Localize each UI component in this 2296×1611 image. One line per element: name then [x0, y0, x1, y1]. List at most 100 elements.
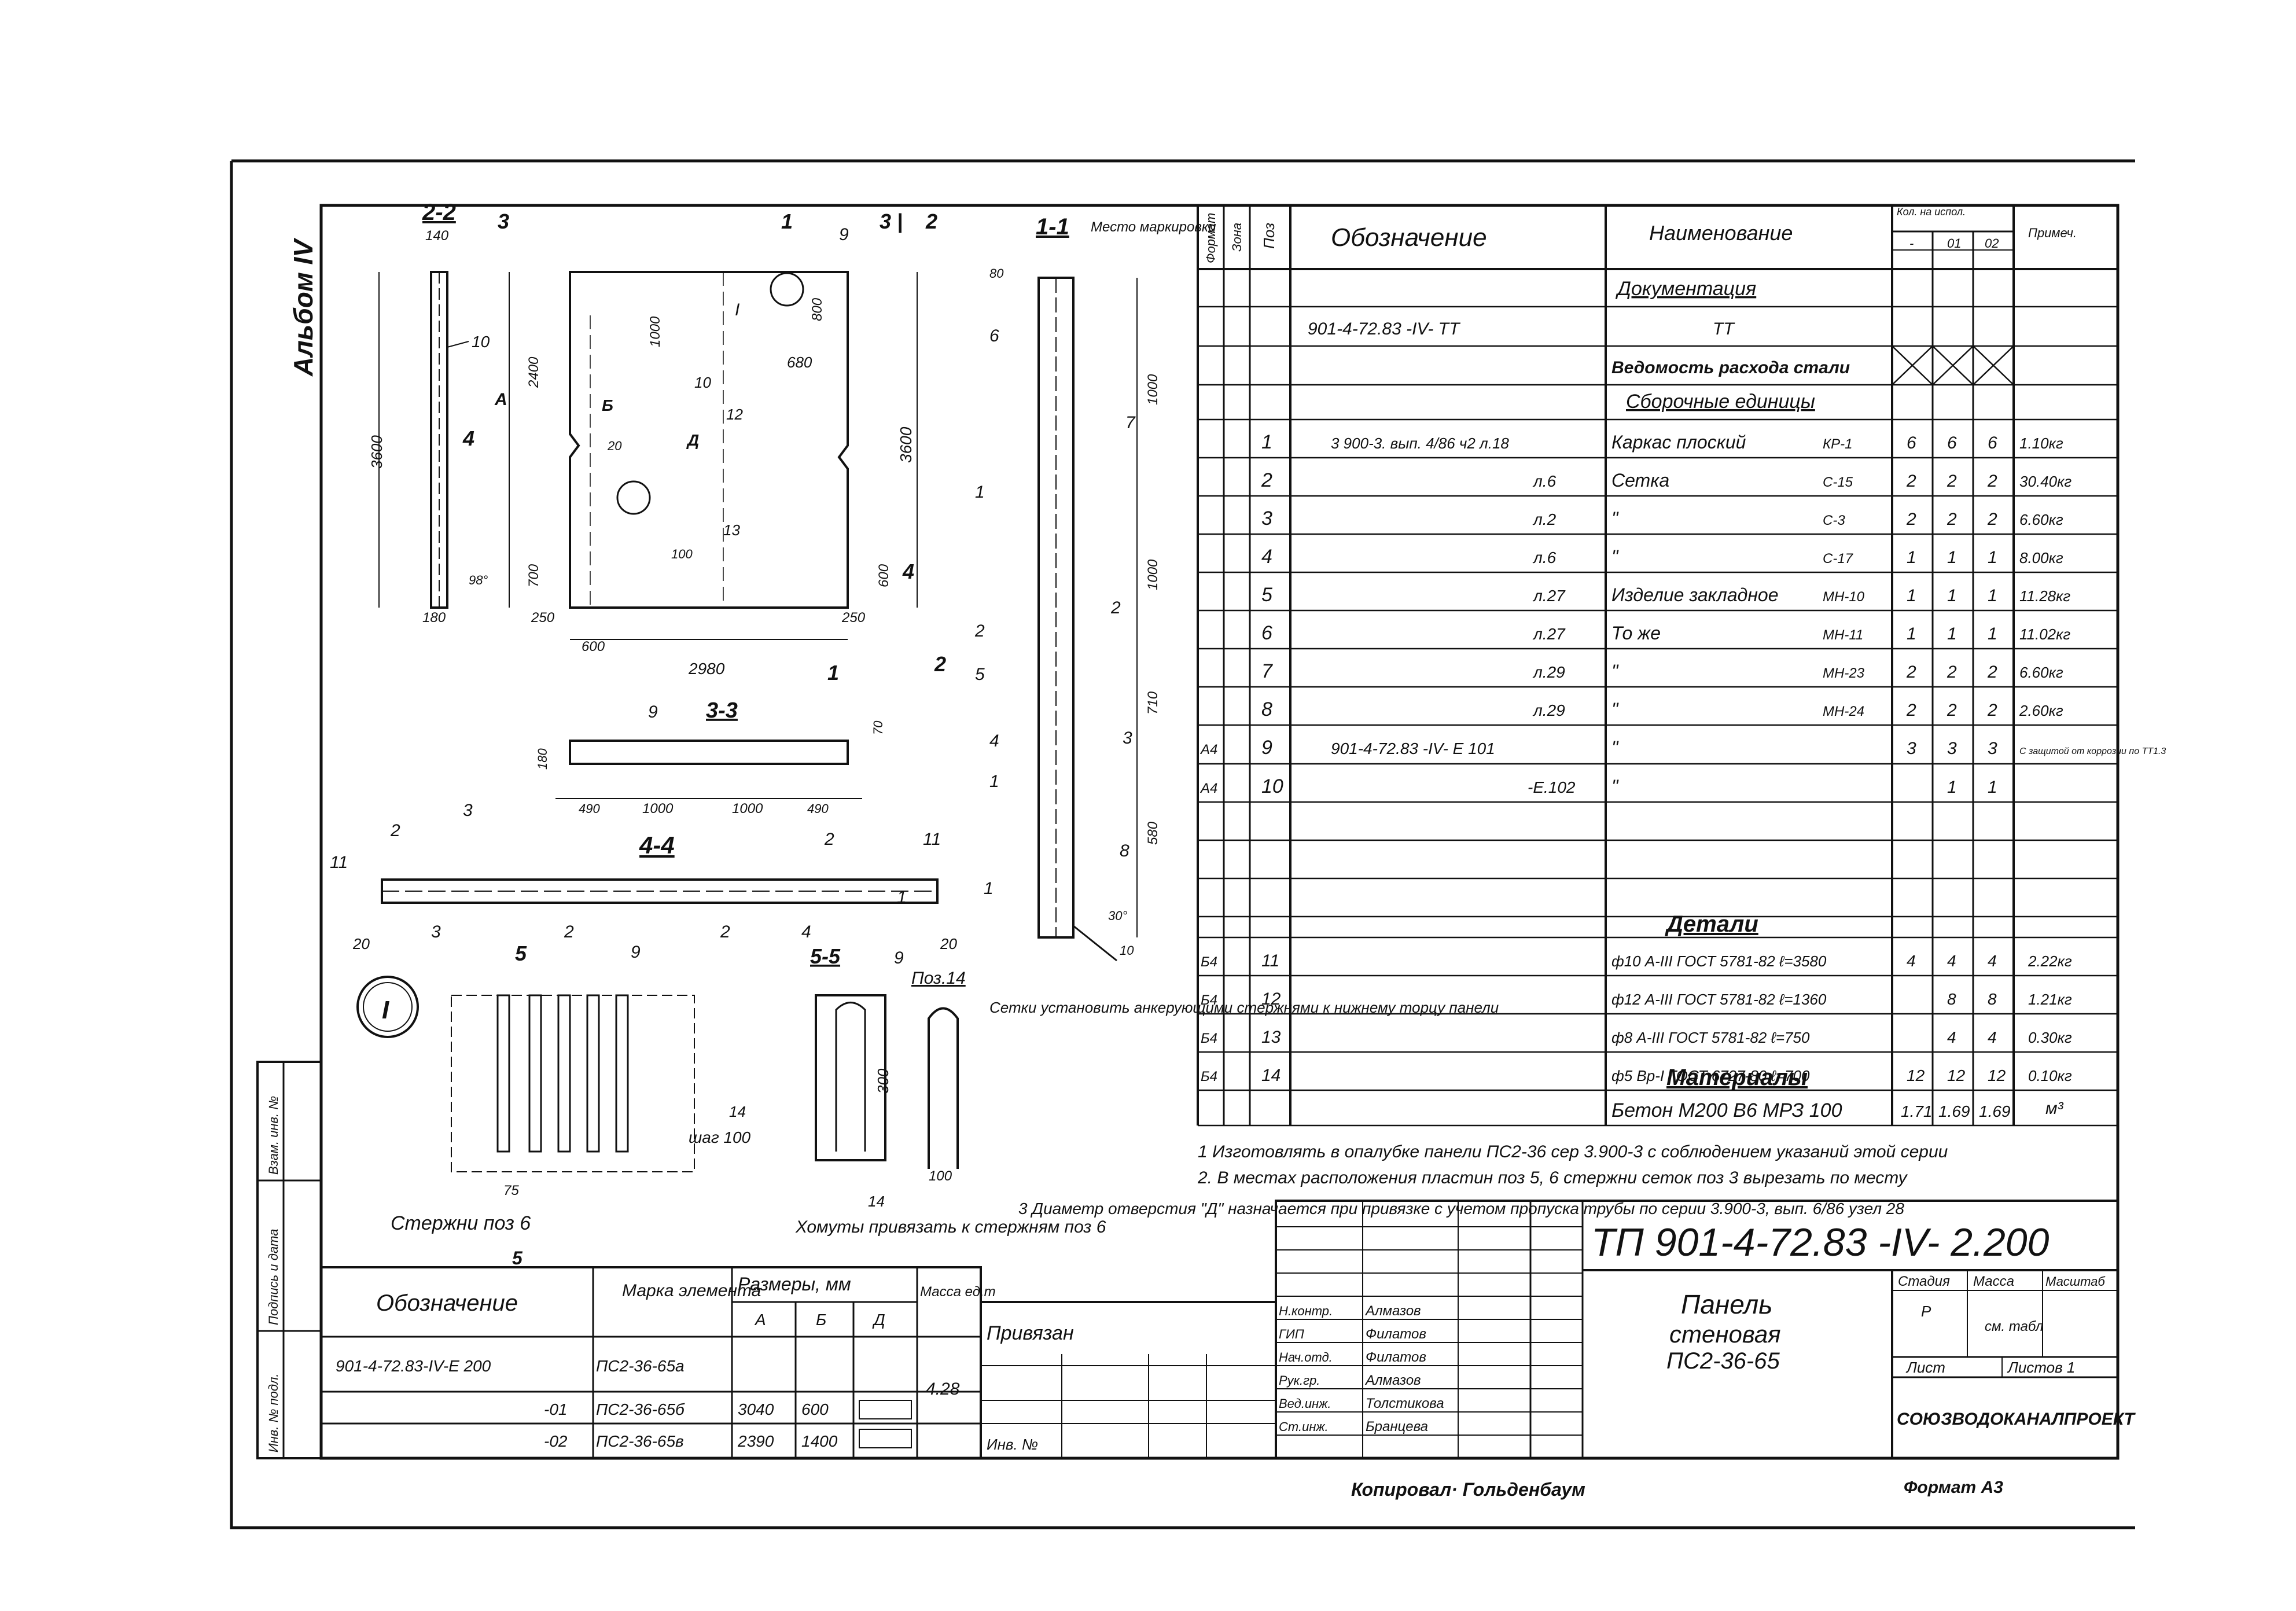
drawing-code: ТП 901-4-72.83 -IV- 2.200: [1591, 1220, 2050, 1264]
spec-row-q3: 1: [1988, 624, 1997, 643]
svg-text:80: 80: [989, 266, 1004, 281]
svg-text:2: 2: [390, 821, 400, 840]
element-row-mark: ПС2-36-65в: [596, 1432, 684, 1450]
nets-install-note: Сетки установить анкерующими стержнями к…: [989, 999, 1499, 1016]
svg-text:11: 11: [330, 853, 348, 872]
spec-row-q3: 3: [1988, 739, 1997, 758]
svg-text:Лист: Лист: [1905, 1359, 1945, 1376]
svg-text:шаг 100: шаг 100: [689, 1128, 751, 1146]
svg-text:5-5: 5-5: [810, 944, 841, 968]
spec-row-pos: 9: [1261, 737, 1272, 759]
spec-row-mark: С-15: [1823, 475, 1853, 490]
detail-row-pos: 14: [1261, 1066, 1281, 1085]
spec-row-q2: 1: [1947, 548, 1957, 567]
svg-text:4-4: 4-4: [639, 832, 675, 859]
material-q3: 1.69: [1979, 1102, 2011, 1120]
spec-row-note: 11.02кг: [2019, 626, 2070, 643]
section-4-4: 4-4 20 20 2 3 11 2 11 3 2 2 4 1: [330, 801, 957, 952]
svg-text:1000: 1000: [642, 801, 674, 816]
detail-row-note: 1.21кг: [2028, 991, 2072, 1008]
detail-row-pos: 13: [1261, 1028, 1281, 1047]
svg-text:710: 710: [1145, 691, 1161, 715]
section-5-5: 5-5 9 300 14 Хомуты привязать к стержням…: [795, 944, 1106, 1237]
spec-row-name: ": [1611, 546, 1619, 567]
svg-text:Листов 1: Листов 1: [2007, 1359, 2075, 1376]
svg-text:7: 7: [1125, 413, 1136, 432]
svg-text:9: 9: [631, 943, 641, 962]
svg-text:5: 5: [515, 941, 527, 965]
spec-row-pos: 3: [1261, 507, 1272, 529]
spec-row-q1: 1: [1907, 548, 1916, 567]
sheet-border: [230, 159, 2135, 1529]
element-row-designation: -01: [544, 1400, 567, 1418]
svg-text:I: I: [735, 300, 739, 319]
element-row-designation: 901-4-72.83-IV-Е 200: [336, 1357, 491, 1375]
spec-row-note: 6.60кг: [2019, 664, 2063, 681]
spec-row-note: 2.60кг: [2019, 702, 2063, 719]
spec-row-q1: 2: [1906, 701, 1916, 720]
header-name: Наименование: [1649, 221, 1793, 245]
svg-text:3: 3: [1123, 729, 1132, 748]
svg-text:2: 2: [925, 209, 937, 233]
svg-text:3600: 3600: [368, 435, 385, 469]
svg-text:3: 3: [463, 801, 473, 820]
spec-row-designation: -Е.102: [1528, 778, 1576, 796]
detail-row-name: ф10 А-III ГОСТ 5781-82 ℓ=3580: [1611, 952, 1827, 970]
svg-text:А: А: [494, 390, 507, 409]
doc-row-designation: 901-4-72.83 -IV- ТТ: [1308, 319, 1461, 339]
detail-row-q3: 4: [1988, 952, 1997, 970]
doc-row-steel: Ведомость расхода стали: [1611, 358, 1850, 377]
svg-text:Масштаб: Масштаб: [2045, 1274, 2106, 1289]
svg-text:3: 3: [431, 922, 441, 941]
role-name: Алмазов: [1364, 1373, 1421, 1388]
element-row-B: 600: [801, 1400, 829, 1418]
svg-text:3-3: 3-3: [706, 698, 738, 723]
spec-row-q3: 2: [1987, 510, 1997, 529]
svg-text:Б: Б: [602, 396, 613, 414]
spec-row-q2: 2: [1947, 663, 1957, 682]
detail-row-format: Б4: [1201, 1031, 1217, 1046]
role-name: Филатов: [1366, 1326, 1426, 1342]
header-qty-1: -: [1909, 236, 1914, 251]
spec-row-q2: 3: [1947, 739, 1957, 758]
note-3: 3 Диаметр отверстия "Д" назначается при …: [1018, 1200, 1904, 1218]
element-row-mark: ПС2-36-65а: [596, 1357, 685, 1375]
spec-row-designation: л.29: [1532, 701, 1565, 719]
spec-row-mark: КР-1: [1823, 436, 1853, 452]
spec-row-q1: 6: [1907, 433, 1916, 453]
svg-text:4: 4: [902, 560, 914, 583]
material-q2: 1.69: [1938, 1102, 1970, 1120]
material-note: м³: [2045, 1099, 2064, 1118]
svg-text:3600: 3600: [897, 426, 915, 463]
svg-text:Размеры, мм: Размеры, мм: [738, 1274, 851, 1294]
spec-row-designation: л.27: [1532, 625, 1566, 643]
title-line-2: стеновая: [1669, 1321, 1781, 1348]
svg-text:5: 5: [975, 665, 985, 684]
note-1: 1 Изготовлять в опалубке панели ПС2-36 с…: [1198, 1142, 1948, 1161]
section-documentation: Документация: [1615, 278, 1756, 300]
detail-row-format: Б4: [1201, 954, 1217, 970]
element-row-A: 3040: [738, 1400, 774, 1418]
spec-row-mark: МН-10: [1823, 589, 1865, 605]
svg-text:180: 180: [535, 748, 550, 770]
spec-row-designation: л.27: [1532, 587, 1566, 605]
detail-row-note: 0.30кг: [2028, 1029, 2072, 1046]
clamps-note: Хомуты привязать к стержням поз 6: [795, 1218, 1106, 1237]
svg-text:9: 9: [648, 702, 658, 722]
title-line-1: Панель: [1681, 1289, 1772, 1319]
mark-place: Место маркировки: [1091, 219, 1216, 235]
spec-row-name: То же: [1611, 623, 1661, 643]
panel-front-view: А 2400 1000 800 680 3600 700 600 250 250…: [462, 209, 946, 685]
spec-row-pos: 10: [1261, 775, 1283, 797]
svg-text:2: 2: [1110, 598, 1121, 617]
detail-row-format: Б4: [1201, 992, 1217, 1008]
role-label: Вед.инж.: [1279, 1396, 1331, 1411]
spec-row-pos: 6: [1261, 622, 1272, 644]
element-row-mass: 4.28: [926, 1380, 960, 1399]
spec-row-pos: 1: [1261, 431, 1272, 453]
spec-row-pos: 8: [1261, 698, 1272, 720]
title-line-3: ПС2-36-65: [1666, 1348, 1780, 1374]
section-assemblies: Сборочные единицы: [1626, 391, 1815, 413]
svg-text:Р: Р: [1921, 1303, 1931, 1320]
